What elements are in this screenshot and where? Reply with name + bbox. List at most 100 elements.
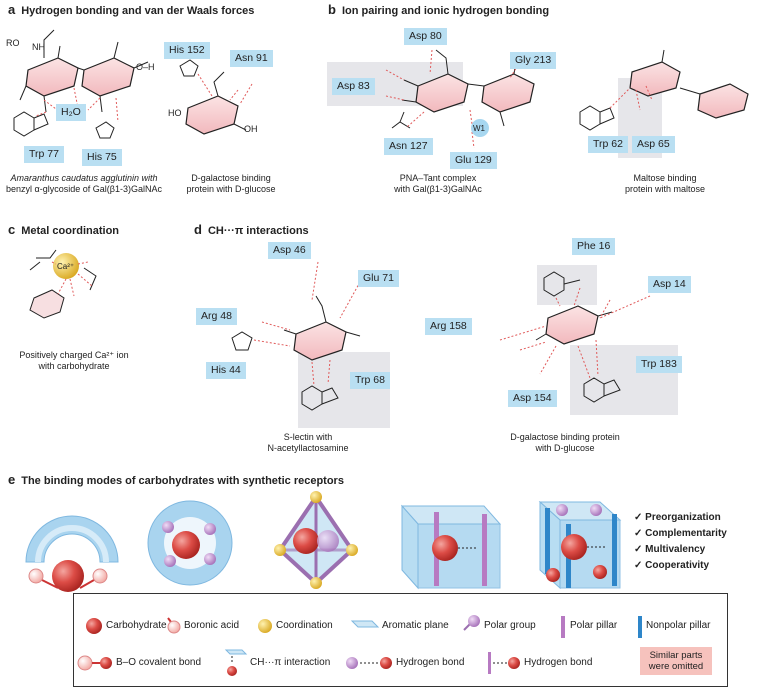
label-w1: W1 <box>473 124 485 133</box>
label-asn91: Asn 91 <box>230 50 273 67</box>
label-his75: His 75 <box>82 149 122 166</box>
caption-a-left: Amaranthus caudatus agglutinin with benz… <box>4 173 164 195</box>
checklist-item: ✓ Preorganization <box>634 512 721 523</box>
panel-a-title: a Hydrogen bonding and van der Waals forc… <box>8 2 254 17</box>
panel-c-letter: c <box>8 222 16 237</box>
legend-aromatic-plane: Aromatic plane <box>382 620 449 631</box>
label-asp65: Asp 65 <box>632 136 675 153</box>
receptor-3-octahedron <box>274 491 358 589</box>
label-his44: His 44 <box>206 362 246 379</box>
atom-oh: O–H <box>136 62 155 72</box>
caption-c-line1: Positively charged Ca²⁺ ion <box>19 350 129 360</box>
checklist-preorganization: Preorganization <box>645 512 721 523</box>
caption-b-right-line2: protein with maltose <box>624 184 706 194</box>
label-his152: His 152 <box>164 42 210 59</box>
caption-b-left-line2: with Gal(β1-3)GalNAc <box>394 184 482 194</box>
label-trp62: Trp 62 <box>588 136 628 153</box>
caption-d-right: D-galactose binding protein with D-gluco… <box>490 432 640 454</box>
caption-a-right: D-galactose binding protein with D-gluco… <box>176 173 286 195</box>
label-arg48: Arg 48 <box>196 308 237 325</box>
label-gly213: Gly 213 <box>510 52 557 69</box>
legend-polar-pillar: Polar pillar <box>570 620 618 631</box>
caption-c-line2: with carbohydrate <box>38 361 110 371</box>
panel-d-structures <box>293 305 599 361</box>
panel-b-letter: b <box>328 2 336 17</box>
caption-b-right-line1: Maltose binding <box>633 173 697 183</box>
label-phe16: Phe 16 <box>572 238 616 255</box>
receptor-2-macrocycle <box>147 500 233 586</box>
caption-d-right-line2: with D-glucose <box>535 443 595 453</box>
legend-bo-bond-icon <box>100 657 112 669</box>
caption-d-right-line1: D-galactose binding protein <box>510 432 620 442</box>
panel-c-coordination <box>51 261 93 297</box>
atom-nh: NH <box>32 42 45 52</box>
legend-hbond-polar-icon <box>380 657 392 669</box>
legend-ch-pi-icon <box>227 666 237 676</box>
panel-e-title-text: The binding modes of carbohydrates with … <box>21 475 344 487</box>
caption-a-left-line2: benzyl α-glycoside of Gal(β1-3)GalNAc <box>6 184 162 194</box>
legend-aromatic-icon <box>350 620 380 628</box>
legend-boronic-icon <box>167 620 181 634</box>
label-asp154: Asp 154 <box>508 390 557 407</box>
panel-d-title-text: CH···π interactions <box>207 225 309 237</box>
legend-polar-pillar-icon <box>561 616 565 638</box>
legend-hydrogen-bond-pillar: Hydrogen bond <box>524 657 593 668</box>
panel-e-title: e The binding modes of carbohydrates with… <box>8 472 344 487</box>
checklist-cooperativity: Cooperativity <box>645 560 710 571</box>
caption-a-right-line2: protein with D-glucose <box>186 184 276 194</box>
receptor-1-cleft <box>25 515 119 592</box>
legend-coordination-icon <box>258 619 272 633</box>
label-arg158: Arg 158 <box>425 318 472 335</box>
label-trp183: Trp 183 <box>636 356 682 373</box>
checklist-multivalency: Multivalency <box>645 544 706 555</box>
panel-b-structures <box>415 61 749 119</box>
panel-d-title: d CH···π interactions <box>194 222 309 237</box>
caption-d-left-line1: S-lectin with <box>283 432 333 442</box>
calcium-ion <box>53 253 79 279</box>
receptor-5-cage <box>538 500 622 590</box>
atom-ro: RO <box>6 38 20 48</box>
caption-d-left: S-lectin with N-acetyllactosamine <box>248 432 368 454</box>
legend-omitted-note: Similar parts were omitted <box>640 647 712 675</box>
label-trp68: Trp 68 <box>350 372 390 389</box>
panel-d-bonds <box>231 271 621 411</box>
label-asp14: Asp 14 <box>648 276 691 293</box>
panel-c-title: c Metal coordination <box>8 222 119 237</box>
caption-a-right-line1: D-galactose binding <box>191 173 271 183</box>
label-asn127: Asn 127 <box>384 138 433 155</box>
panel-c-title-text: Metal coordination <box>21 225 120 237</box>
atom-ho: HO <box>168 108 182 118</box>
panel-a-bonds <box>13 29 247 139</box>
panel-b-title-text: Ion pairing and ionic hydrogen bonding <box>341 5 550 17</box>
caption-d-left-line2: N-acetyllactosamine <box>267 443 349 453</box>
legend-polar-group: Polar group <box>484 620 536 631</box>
panel-a-title-text: Hydrogen bonding and van der Waals force… <box>21 5 255 17</box>
checklist-item: ✓ Cooperativity <box>634 560 710 571</box>
legend-boronic-acid: Boronic acid <box>184 620 240 631</box>
legend-bo-covalent-bond: B–O covalent bond <box>116 657 202 668</box>
checklist-complementarity: Complementarity <box>645 528 727 539</box>
legend-carbohydrate: Carbohydrate <box>106 620 167 631</box>
legend-polar-group-icon <box>468 615 480 627</box>
panel-a-structures <box>25 57 239 135</box>
legend-hbond-pillar-icon <box>508 657 520 669</box>
calcium-ion-label: Ca²⁺ <box>57 262 75 271</box>
legend-carbohydrate-icon <box>86 618 102 634</box>
panel-b-hbonds <box>385 49 653 149</box>
panel-d-hbonds <box>253 261 651 387</box>
label-glu129: Glu 129 <box>450 152 497 169</box>
caption-c: Positively charged Ca²⁺ ion with carbohy… <box>4 350 144 372</box>
legend-hydrogen-bond-polar: Hydrogen bond <box>396 657 465 668</box>
legend-box <box>73 593 728 687</box>
legend-coordination: Coordination <box>276 620 333 631</box>
caption-b-left: PNA–Tant complex with Gal(β1-3)GalNAc <box>378 173 498 195</box>
panel-e-letter: e <box>8 472 16 487</box>
label-h2o: H₂O <box>56 104 86 121</box>
label-asp80: Asp 80 <box>404 28 447 45</box>
legend-ch-pi-interaction: CH···π interaction <box>250 657 331 668</box>
panel-a-letter: a <box>8 2 16 17</box>
water-w1-circle <box>471 119 489 137</box>
panel-d-letter: d <box>194 222 202 237</box>
atom-oh2: OH <box>244 124 258 134</box>
